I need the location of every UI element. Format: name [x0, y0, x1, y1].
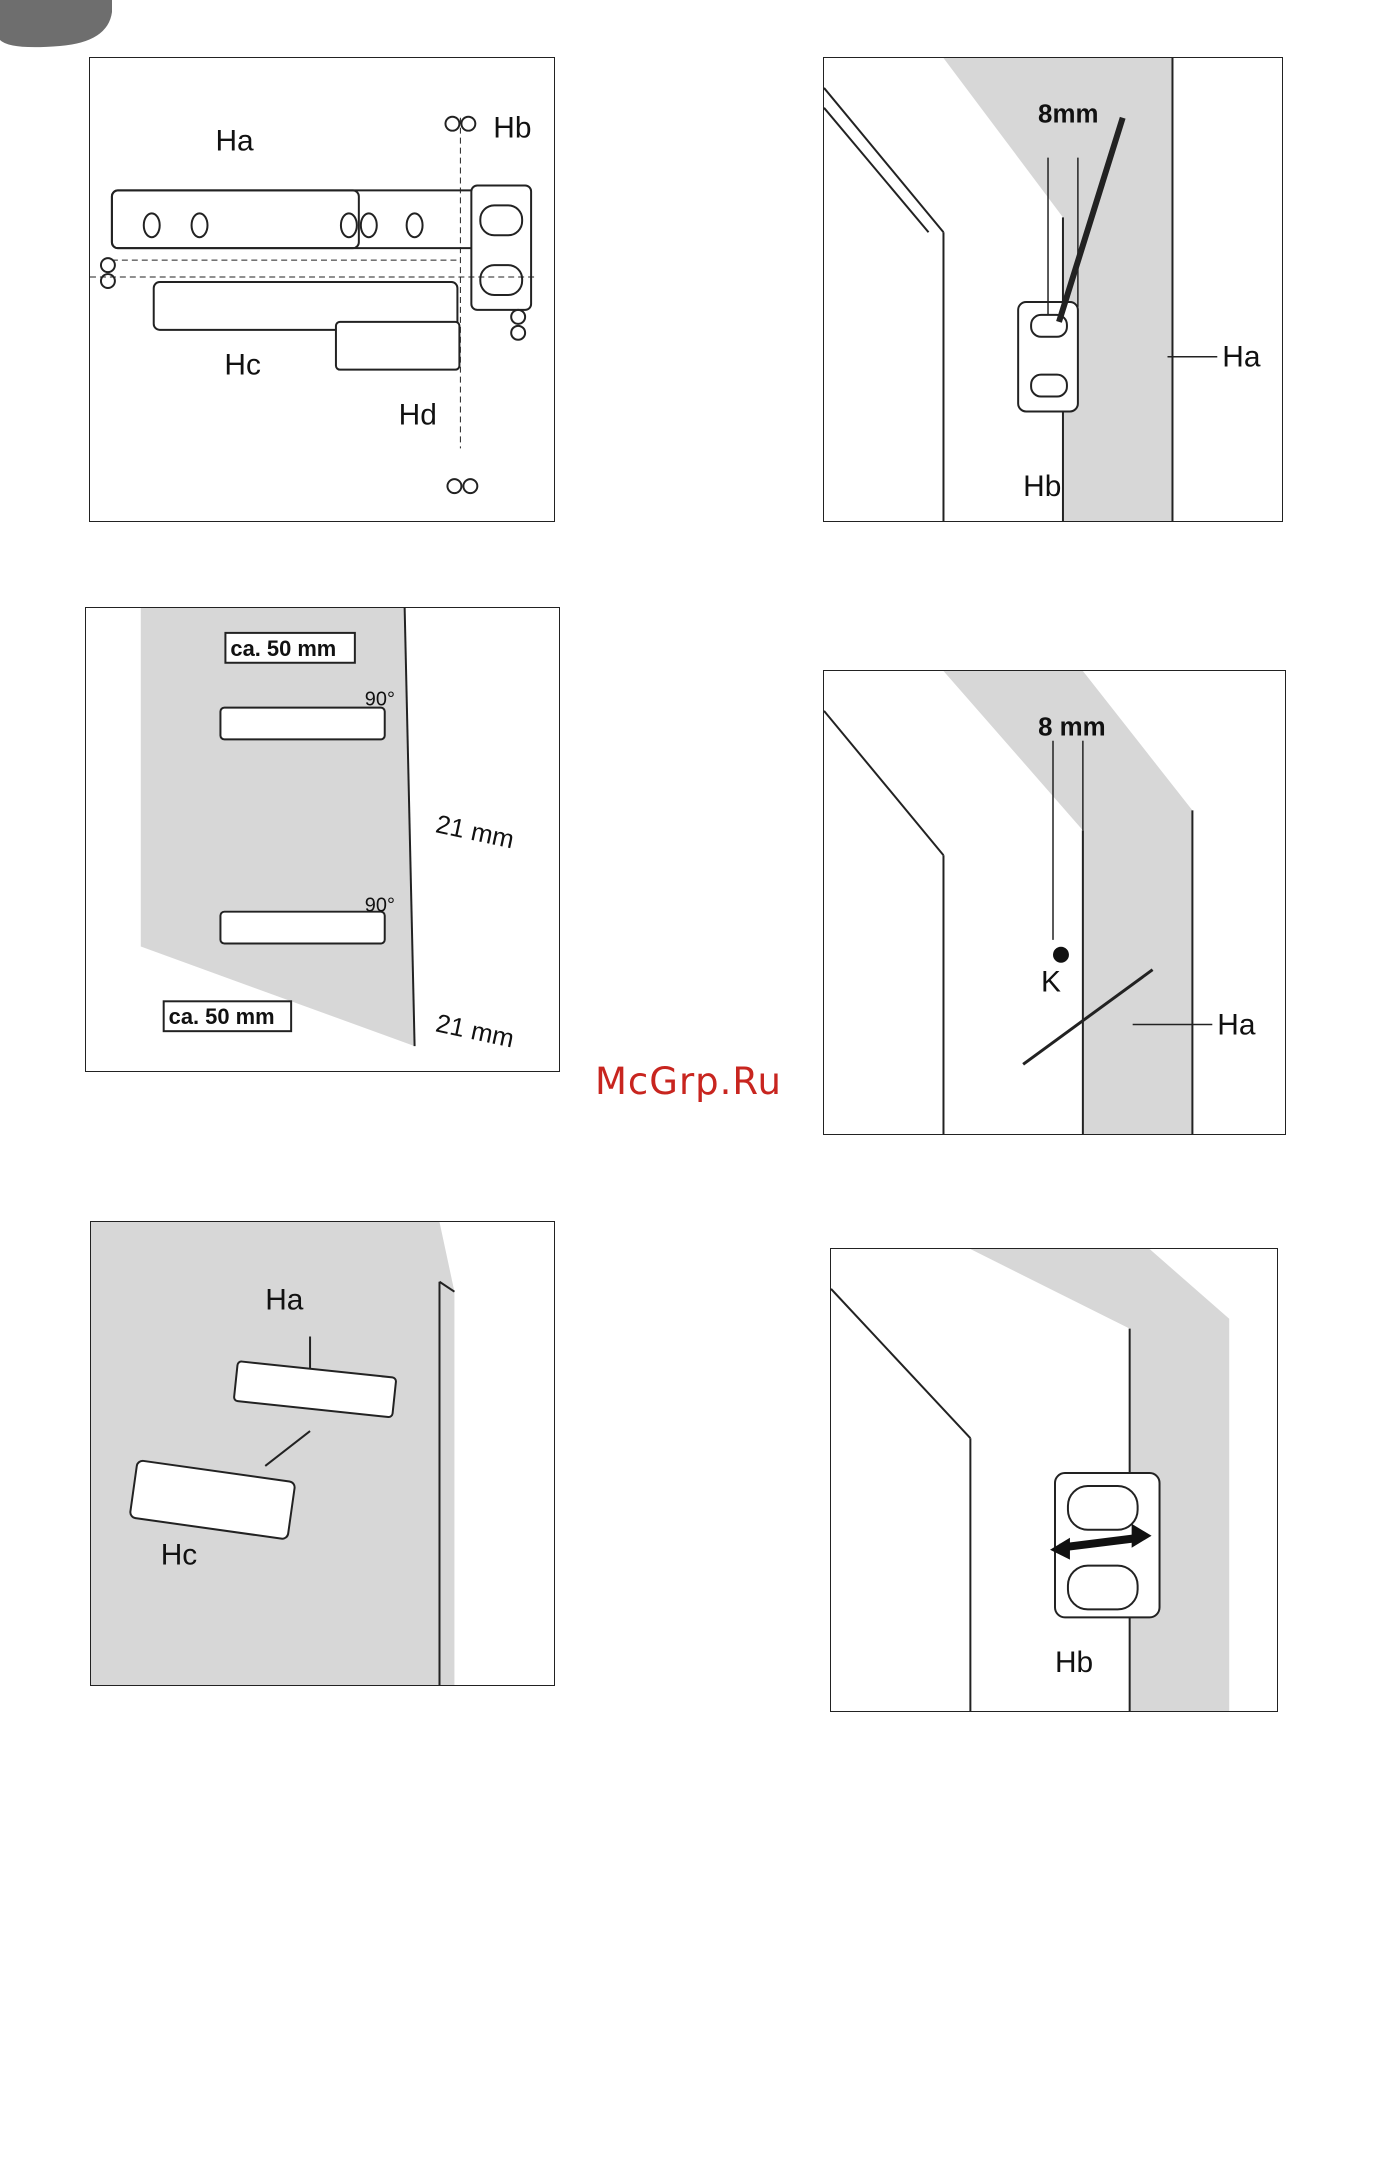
drill-holes-illustration: 8 mm K Ha — [824, 671, 1285, 1134]
label-hb: Hb — [1023, 470, 1061, 503]
panel-mark-holes: 8mm Ha Hb — [823, 57, 1283, 522]
cut-templates-illustration: Ha Hb Hc Hd — [90, 58, 554, 521]
adjust-hb-illustration: Hb — [831, 1249, 1277, 1711]
panel-position-ha: Ha Hc — [90, 1221, 555, 1686]
corner-tab — [0, 0, 112, 50]
label-hc: Hc — [161, 1539, 198, 1572]
label-k: K — [1041, 966, 1061, 999]
label-ha: Ha — [1222, 341, 1261, 374]
panel-cut-templates: Ha Hb Hc Hd — [89, 57, 555, 522]
label-edge-bottom: 21 mm — [433, 1010, 516, 1054]
label-bottom-distance: ca. 50 mm — [169, 1004, 275, 1029]
panel-place-brackets: ca. 50 mm ca. 50 mm 90° 90° 21 mm 21 mm — [85, 607, 560, 1072]
panel-drill-holes: 8 mm K Ha — [823, 670, 1286, 1135]
position-ha-illustration: Ha Hc — [91, 1222, 554, 1685]
label-hc: Hc — [224, 349, 261, 382]
label-ha: Ha — [215, 125, 254, 158]
label-edge-top: 21 mm — [433, 811, 516, 855]
label-hb: Hb — [493, 112, 531, 145]
label-angle-top: 90° — [365, 689, 395, 711]
watermark-text: McGrp.Ru — [595, 1060, 782, 1103]
label-distance: 8mm — [1038, 101, 1098, 129]
label-hd: Hd — [399, 398, 437, 431]
place-brackets-illustration: ca. 50 mm ca. 50 mm 90° 90° 21 mm 21 mm — [86, 608, 559, 1071]
label-angle-bottom: 90° — [365, 895, 395, 917]
label-ha: Ha — [265, 1284, 304, 1317]
mark-holes-illustration: 8mm Ha Hb — [824, 58, 1282, 521]
label-top-distance: ca. 50 mm — [230, 636, 336, 661]
label-ha: Ha — [1217, 1008, 1256, 1041]
label-hb: Hb — [1055, 1646, 1093, 1679]
label-distance: 8 mm — [1038, 714, 1106, 742]
panel-adjust-hb: Hb — [830, 1248, 1278, 1712]
